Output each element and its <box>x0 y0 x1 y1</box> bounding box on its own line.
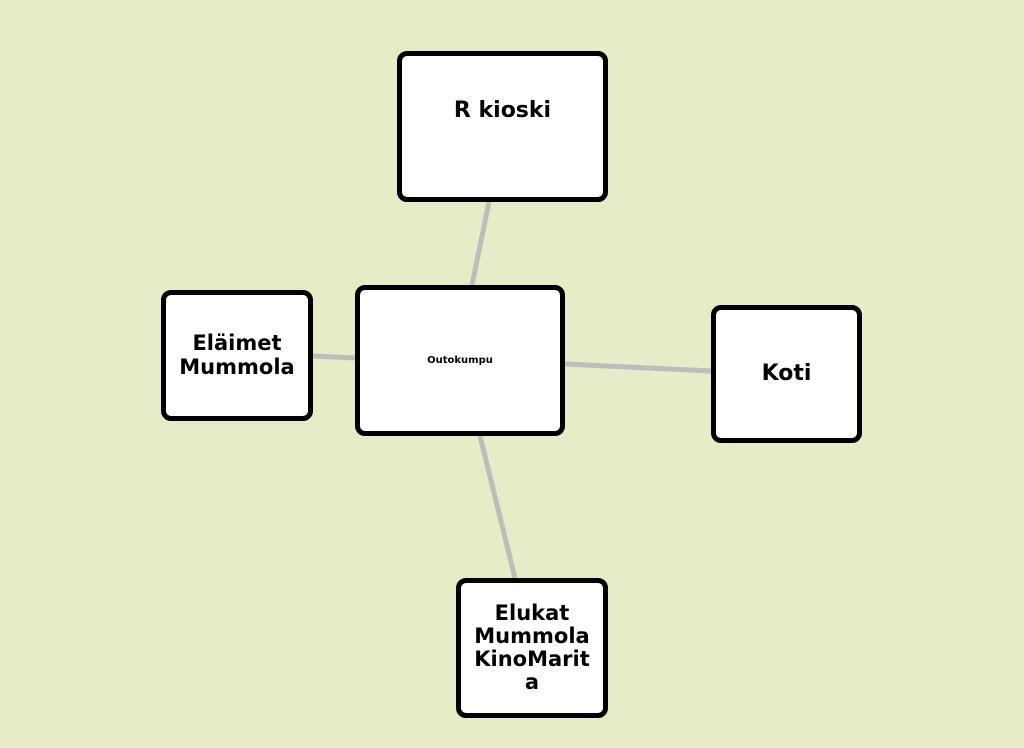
node-label-koti: Koti <box>761 360 812 386</box>
link-center-right <box>564 361 712 374</box>
node-elukat-mummola-kinomarita[interactable]: Elukat Mummola KinoMarit a <box>456 578 608 718</box>
node-label-r-kioski: R kioski <box>453 98 552 123</box>
node-koti[interactable]: Koti <box>711 305 862 443</box>
link-center-top <box>469 201 492 286</box>
node-label-elukat-mummola-kinomarita: Elukat Mummola KinoMarit a <box>474 600 590 695</box>
link-center-left <box>312 353 356 361</box>
node-elaimet-mummola[interactable]: Eläimet Mummola <box>161 290 313 421</box>
node-label-outokumpu: Outokumpu <box>427 355 493 366</box>
node-r-kioski[interactable]: R kioski <box>397 51 608 202</box>
link-center-bottom <box>477 435 518 579</box>
node-outokumpu-center[interactable]: Outokumpu <box>355 285 565 436</box>
node-label-elaimet-mummola: Eläimet Mummola <box>179 331 295 379</box>
